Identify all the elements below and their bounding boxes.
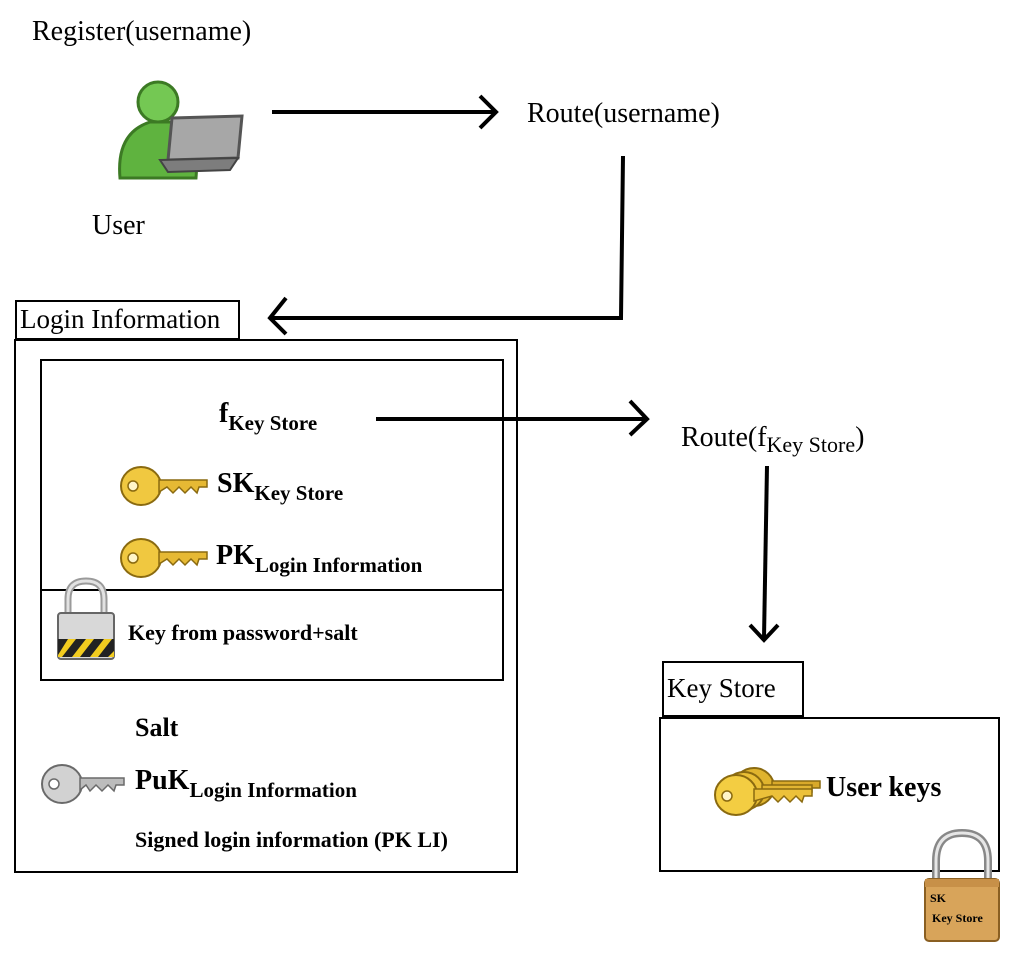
user-label: User: [92, 210, 145, 241]
key-store-box: [659, 717, 1000, 872]
f-key-store-label: fKey Store: [219, 398, 318, 435]
signed-login-information-label: Signed login information (PK LI): [135, 827, 448, 852]
puk-login-information-label: PuKLogin Information: [135, 765, 357, 802]
login-information-title: Login Information: [15, 300, 240, 340]
register-label: Register(username): [32, 16, 252, 47]
brass-padlock-icon: [924, 828, 1000, 942]
user-keys-label: User keys: [826, 772, 942, 803]
route-username-label: Route(username): [527, 98, 720, 129]
user-laptop-icon: [118, 80, 244, 180]
gold-key-icon: [120, 466, 208, 506]
gold-key-icon: [120, 538, 208, 578]
key-from-password-salt-label: Key from password+salt: [128, 620, 358, 645]
route-keystore-label: Route(fKey Store): [681, 422, 865, 457]
key-store-title: Key Store: [662, 661, 804, 717]
padlock-label-key-store: Key Store: [932, 911, 983, 925]
login-info-locked-box: [40, 589, 504, 681]
salt-label: Salt: [135, 713, 179, 742]
sk-key-store-label: SKKey Store: [217, 468, 344, 505]
padlock-label-sk: SK: [930, 891, 947, 905]
login-information-box: [14, 339, 518, 873]
pk-login-information-label: PKLogin Information: [216, 540, 423, 577]
key-bundle-icon: [714, 767, 821, 816]
silver-key-icon: [41, 764, 125, 804]
padlock-icon: [57, 577, 115, 660]
